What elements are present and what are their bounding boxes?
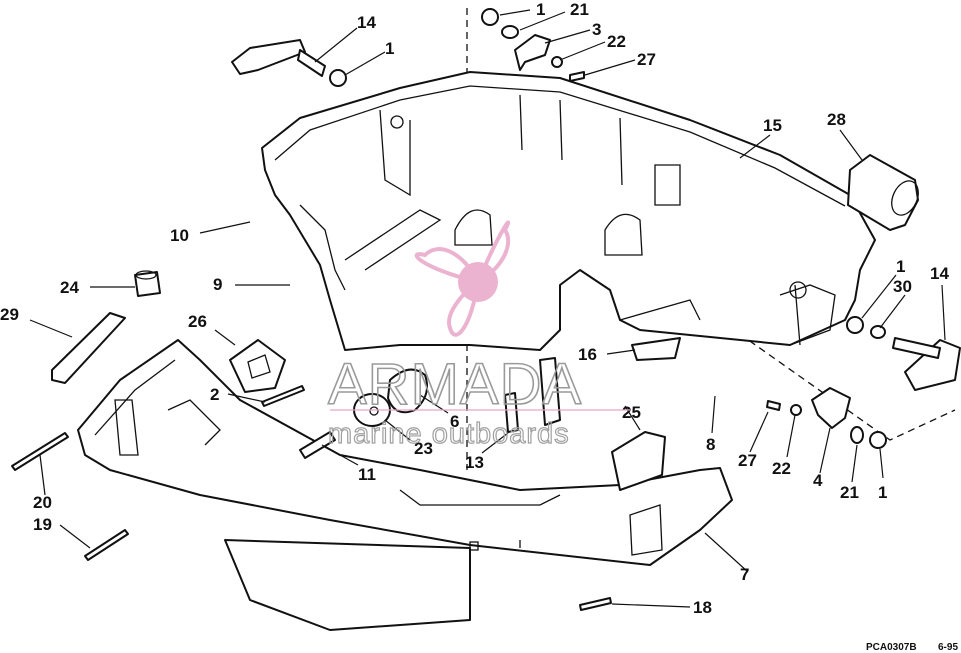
- callout-20: 20: [33, 493, 52, 512]
- callout-1-right: 1: [896, 257, 905, 276]
- callout-1-lower: 1: [878, 483, 887, 502]
- watermark-name: ARMADA: [328, 352, 582, 417]
- callout-16: 16: [578, 345, 597, 364]
- callout-18: 18: [693, 598, 712, 617]
- callout-13: 13: [465, 453, 484, 472]
- upper-cowl-half: [261, 71, 876, 351]
- small-hardware: [11, 8, 887, 611]
- figure-date-text: 6-95: [938, 642, 958, 653]
- callout-27-top: 27: [637, 50, 656, 69]
- callout-22-top: 22: [607, 32, 626, 51]
- callout-1-upper: 1: [385, 39, 394, 58]
- callout-labels: 14 1 1 21 3 22 27 15 28 10 9 24 29 26 2 …: [0, 0, 949, 617]
- lower-cowl-half: [77, 339, 733, 631]
- pivot-sleeve: [847, 154, 919, 231]
- callout-9: 9: [213, 275, 222, 294]
- callout-1-top: 1: [536, 0, 545, 19]
- lock-lever-right: [892, 337, 961, 391]
- callout-11: 11: [358, 465, 376, 484]
- callout-3: 3: [592, 20, 601, 39]
- callout-15: 15: [763, 116, 782, 135]
- callout-2: 2: [210, 385, 219, 404]
- figure-code-text: PCA0307B: [866, 642, 917, 653]
- callout-21-lower: 21: [840, 483, 859, 502]
- callout-28: 28: [827, 110, 846, 129]
- callout-23: 23: [414, 439, 433, 458]
- leader-lines: [29, 9, 946, 608]
- callout-7: 7: [740, 565, 749, 584]
- watermark-tagline: marine outboards: [328, 418, 570, 450]
- callout-14-upper: 14: [357, 13, 376, 32]
- callout-26: 26: [188, 312, 207, 331]
- lock-lever-upper: [231, 39, 326, 77]
- callout-29: 29: [0, 305, 19, 324]
- callout-4: 4: [813, 471, 823, 490]
- callout-19: 19: [33, 515, 52, 534]
- callout-6: 6: [450, 412, 459, 431]
- callout-24: 24: [60, 278, 79, 297]
- callout-22-lower: 22: [772, 459, 791, 478]
- callout-27-lower: 27: [738, 451, 757, 470]
- callout-21-top: 21: [570, 0, 589, 19]
- callout-25: 25: [622, 403, 641, 422]
- figure-code: PCA0307B 6-95: [866, 642, 958, 653]
- armada-watermark: ARMADA marine outboards: [327, 220, 630, 451]
- propeller-logo: [414, 220, 511, 337]
- callout-30: 30: [893, 277, 912, 296]
- callout-10: 10: [170, 226, 189, 245]
- callout-8: 8: [706, 435, 715, 454]
- callout-14-right: 14: [930, 264, 949, 283]
